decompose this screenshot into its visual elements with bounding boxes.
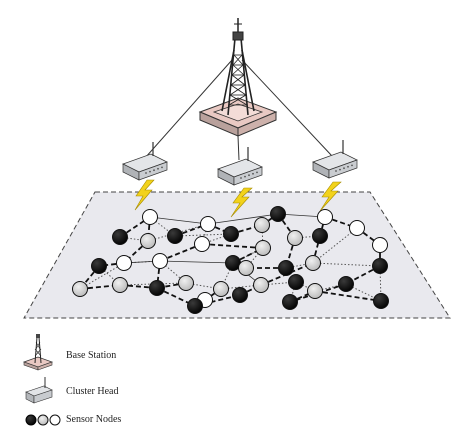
sensor-node-gray bbox=[238, 260, 254, 276]
sensor-node-white bbox=[200, 216, 216, 232]
sensor-node-black bbox=[112, 229, 128, 245]
network-link bbox=[79, 262, 125, 290]
sensor-node-black bbox=[282, 294, 298, 310]
lightning-icon bbox=[134, 179, 155, 211]
sensor-node-black bbox=[149, 280, 165, 296]
sensor-node-gray bbox=[213, 281, 229, 297]
sensor-node-gray bbox=[253, 277, 269, 293]
sensor-node-gray bbox=[255, 240, 271, 256]
network-link bbox=[174, 233, 232, 237]
sensor-node-gray bbox=[112, 277, 128, 293]
sensor-node-gray bbox=[287, 230, 303, 246]
cluster-head-router bbox=[122, 142, 168, 181]
sensor-node-white bbox=[194, 236, 210, 252]
network-link bbox=[119, 216, 151, 238]
cluster-head-router bbox=[217, 147, 263, 186]
sensor-node-black bbox=[232, 287, 248, 303]
legend bbox=[22, 334, 61, 426]
network-link bbox=[149, 216, 209, 225]
cluster-head-router bbox=[312, 140, 358, 179]
sensor-node-black bbox=[338, 276, 354, 292]
sensor-node-white bbox=[142, 209, 158, 225]
sensor-node-black bbox=[312, 228, 328, 244]
sensor-node-black bbox=[288, 274, 304, 290]
lightning-icon bbox=[230, 187, 253, 218]
sensor-node-black bbox=[372, 258, 388, 274]
network-link bbox=[159, 260, 234, 264]
sensor-node-white bbox=[152, 253, 168, 269]
sensor-node-white bbox=[317, 209, 333, 225]
sensor-nodes-legend-icon bbox=[25, 414, 61, 426]
base-station-tower bbox=[198, 18, 278, 137]
sensor-node-black bbox=[187, 298, 203, 314]
sensor-node-gray bbox=[305, 255, 321, 271]
network-link bbox=[119, 282, 187, 286]
cluster-head-legend-label: Cluster Head bbox=[66, 386, 119, 397]
sensor-node-black bbox=[278, 260, 294, 276]
network-link bbox=[312, 262, 381, 267]
network-link bbox=[289, 283, 347, 303]
network-link bbox=[314, 290, 382, 302]
network-link bbox=[312, 227, 358, 264]
sensor-node-black bbox=[270, 206, 286, 222]
sensor-node-gray bbox=[178, 275, 194, 291]
network-link bbox=[174, 223, 209, 237]
sensor-node-gray bbox=[254, 217, 270, 233]
sensor-node-white bbox=[349, 220, 365, 236]
sensor-node-white bbox=[116, 255, 132, 271]
base-station-legend-icon bbox=[22, 334, 54, 371]
sensor-nodes-legend-label: Sensor Nodes bbox=[66, 414, 122, 425]
network-link bbox=[201, 243, 264, 249]
sensor-node-black bbox=[167, 228, 183, 244]
wireless-signals bbox=[134, 179, 342, 218]
sensor-node-gray bbox=[307, 283, 323, 299]
sensor-node-gray bbox=[140, 233, 156, 249]
sensor-node-white bbox=[372, 237, 388, 253]
sensor-node-black bbox=[373, 293, 389, 309]
sensor-node-black bbox=[91, 258, 107, 274]
cluster-head-legend-icon bbox=[25, 377, 53, 404]
network-link bbox=[119, 284, 158, 289]
lightning-icon bbox=[319, 181, 342, 212]
network-link bbox=[207, 213, 279, 225]
network-link bbox=[185, 282, 222, 290]
sensor-node-black bbox=[223, 226, 239, 242]
sensor-node-gray bbox=[72, 281, 88, 297]
base-station-legend-label: Base Station bbox=[66, 350, 117, 361]
